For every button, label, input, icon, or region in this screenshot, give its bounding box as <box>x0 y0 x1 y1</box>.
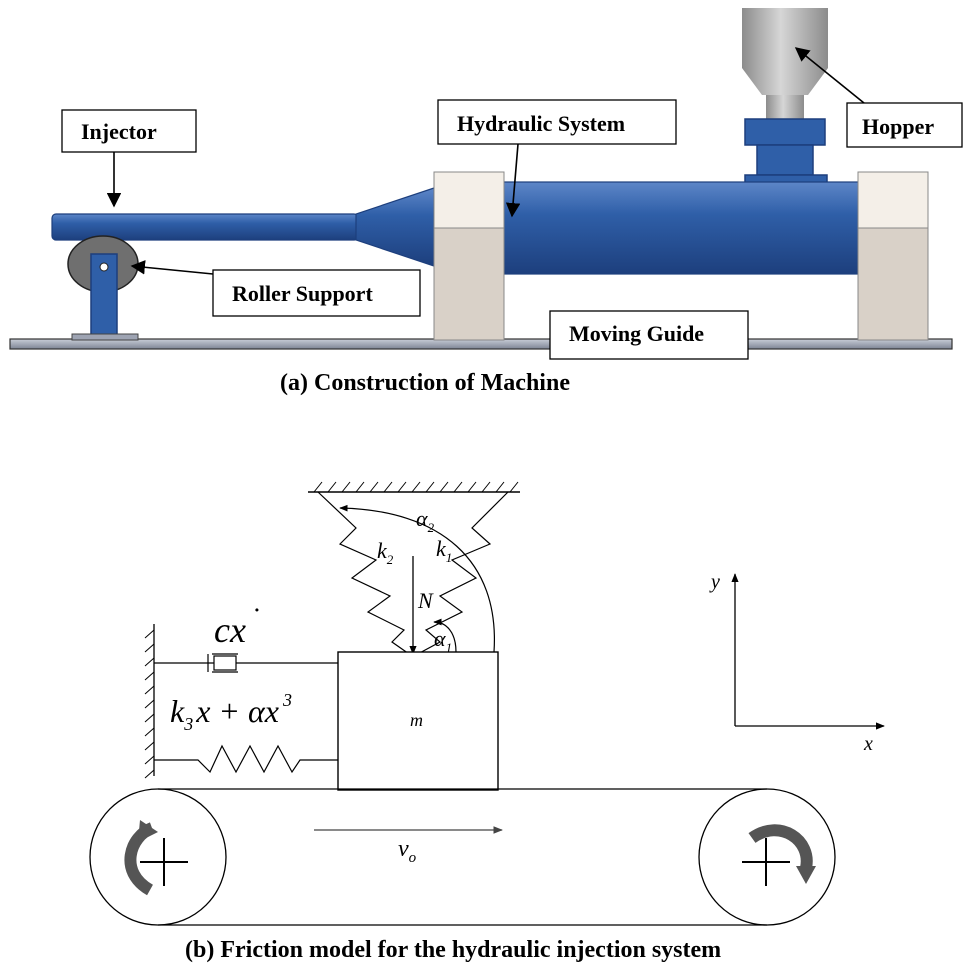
left-pulley <box>89 788 227 926</box>
nozzle-cone <box>355 187 435 267</box>
spring-k2 <box>317 491 413 657</box>
label-k1: k1 <box>436 536 452 565</box>
label-alpha2: α2 <box>416 506 435 535</box>
label-hydraulic-system: Hydraulic System <box>437 99 677 145</box>
label-hopper-text: Hopper <box>862 114 934 139</box>
spring-k3 <box>154 744 338 774</box>
damper <box>154 653 338 673</box>
hydraulic-cylinder <box>499 181 861 275</box>
mass-block <box>337 651 499 791</box>
arrow-hopper <box>794 47 865 104</box>
label-axis-x: x <box>863 733 873 755</box>
roller-support <box>67 235 139 341</box>
damper-term: cx <box>214 610 246 650</box>
label-moving-guide-text: Moving Guide <box>569 321 704 346</box>
label-hopper: Hopper <box>846 102 963 148</box>
right-cylinder-support <box>857 171 929 341</box>
machine-illustration <box>9 8 953 350</box>
label-roller-support: Roller Support <box>212 269 421 317</box>
spring-k1 <box>413 491 509 657</box>
friction-model <box>89 481 885 926</box>
caption-a: (a) Construction of Machine <box>280 370 570 396</box>
hopper <box>742 8 828 194</box>
conveyor-belt <box>89 788 836 926</box>
label-alpha1: α1 <box>434 626 452 655</box>
right-rotation-arrow-icon <box>748 824 813 870</box>
label-k2: k2 <box>377 538 394 567</box>
label-injector: Injector <box>61 109 197 153</box>
label-velocity: vo <box>398 836 417 866</box>
damper-dot: ˙ <box>250 602 260 635</box>
left-wall-hatch <box>144 629 155 779</box>
alpha1-arc <box>433 618 457 653</box>
label-mass: m <box>410 710 423 730</box>
label-hydraulic-system-text: Hydraulic System <box>457 111 625 136</box>
label-moving-guide: Moving Guide <box>549 310 749 360</box>
caption-b: (b) Friction model for the hydraulic inj… <box>185 937 721 963</box>
label-injector-text: Injector <box>81 119 157 144</box>
label-axis-y: y <box>709 571 720 593</box>
label-roller-support-text: Roller Support <box>232 281 373 306</box>
arrow-roller-support <box>130 260 214 275</box>
left-cylinder-support <box>433 171 505 341</box>
alpha2-arc <box>339 504 495 653</box>
label-normal-force: N <box>417 588 434 613</box>
ceiling-hatch <box>313 481 519 493</box>
arrow-hydraulic-system <box>505 143 521 218</box>
